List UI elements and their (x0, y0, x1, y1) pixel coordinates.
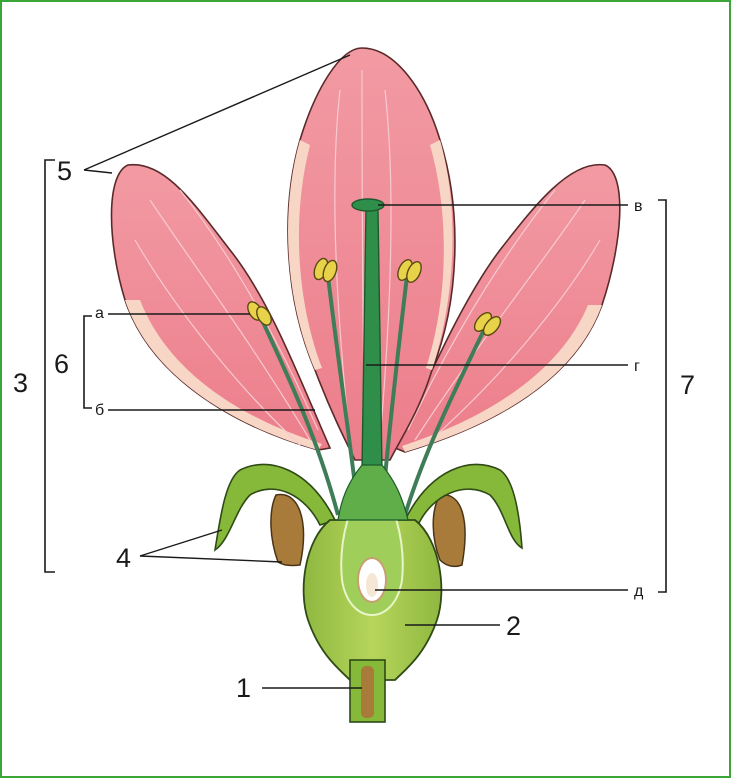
right-brown-bract (433, 495, 465, 567)
label-2: 2 (506, 611, 521, 641)
label-v: в (634, 198, 643, 215)
label-3: 3 (13, 368, 28, 398)
leader-4-b (140, 556, 282, 562)
style-base (338, 465, 408, 520)
label-5: 5 (57, 156, 72, 186)
style (362, 210, 382, 470)
label-b: б (95, 402, 104, 419)
ovule-core (366, 573, 378, 597)
label-7: 7 (680, 370, 695, 400)
pedicel-core (361, 666, 374, 718)
label-g: г (634, 358, 640, 375)
label-6: 6 (54, 349, 69, 379)
leader-4-a (140, 530, 222, 556)
label-1: 1 (236, 673, 251, 703)
bracket-7 (658, 200, 666, 592)
label-d: д (634, 583, 644, 600)
leader-5-lower (84, 170, 112, 173)
label-4: 4 (116, 543, 131, 573)
left-brown-bract (271, 494, 304, 565)
label-a: а (95, 305, 104, 322)
bracket-6 (84, 316, 92, 408)
